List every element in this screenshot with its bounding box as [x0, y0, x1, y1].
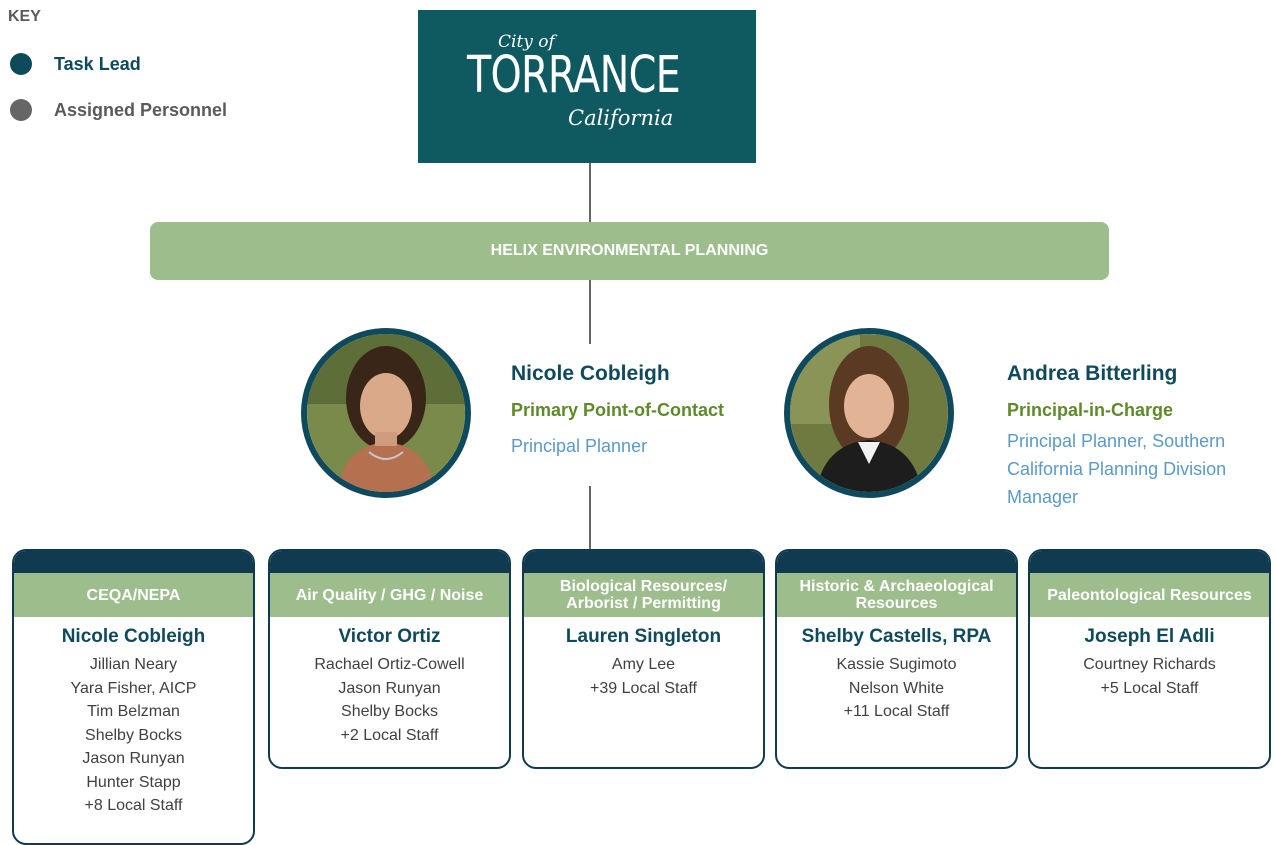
team-heading: Air Quality / GHG / Noise: [270, 573, 509, 617]
team-card-historic: Historic & Archaeological Resources Shel…: [775, 549, 1018, 769]
staff-member: Shelby Bocks: [85, 726, 182, 744]
card-top-bar: [524, 551, 763, 573]
staff-member: Amy Lee: [611, 656, 676, 673]
team-lead: Joseph El Adli: [1084, 626, 1215, 647]
firm-banner: HELIX ENVIRONMENTAL PLANNING: [150, 222, 1109, 280]
team-heading: Biological Resources/ Arborist / Permitt…: [524, 573, 763, 617]
contact-title-andrea: Principal Planner, Southern California P…: [1007, 427, 1226, 511]
avatar-nicole-cobleigh: [301, 328, 471, 498]
staff-member: Hunter Stapp: [86, 773, 181, 791]
contact-title-line: Manager: [1007, 487, 1079, 507]
contact-role-andrea: Principal-in-Charge: [1007, 400, 1174, 420]
staff-member: Jason Runyan: [338, 679, 441, 697]
team-lead: Lauren Singleton: [565, 626, 722, 647]
city-of-torrance-logo: City of TORRANCE California: [418, 10, 756, 163]
team-staff-list: Kassie Sugimoto Nelson White +11 Local S…: [777, 653, 1016, 724]
contact-title-line: California Planning Division: [1007, 459, 1227, 479]
team-card-air-quality: Air Quality / GHG / Noise Victor Ortiz R…: [268, 549, 511, 769]
logo-line-torrance: TORRANCE: [467, 46, 681, 105]
staff-member: Yara Fisher, AICP: [70, 679, 197, 697]
staff-member: +39 Local Staff: [590, 679, 697, 697]
staff-member: +2 Local Staff: [340, 726, 439, 744]
staff-member: +8 Local Staff: [84, 797, 183, 814]
staff-member: Jillian Neary: [89, 656, 178, 673]
connector-logo-banner: [589, 163, 591, 222]
team-lead: Victor Ortiz: [338, 626, 441, 647]
key-label-task-lead: Task Lead: [54, 53, 141, 74]
card-top-bar: [270, 551, 509, 573]
team-card-paleontological: Paleontological Resources Joseph El Adli…: [1028, 549, 1271, 769]
team-staff-list: Amy Lee +39 Local Staff: [524, 653, 763, 700]
team-staff-list: Jillian Neary Yara Fisher, AICP Tim Belz…: [14, 653, 253, 818]
team-lead: Nicole Cobleigh: [61, 626, 206, 647]
card-top-bar: [1030, 551, 1269, 573]
card-top-bar: [14, 551, 253, 573]
key-item-task-lead: Task Lead: [10, 53, 141, 75]
staff-member: Tim Belzman: [87, 703, 180, 720]
team-lead: Shelby Castells, RPA: [801, 626, 992, 647]
staff-member: Kassie Sugimoto: [836, 656, 957, 673]
staff-member: Courtney Richards: [1083, 656, 1216, 673]
card-top-bar: [777, 551, 1016, 573]
team-heading: Historic & Archaeological Resources: [777, 573, 1016, 617]
staff-member: +5 Local Staff: [1100, 679, 1199, 697]
staff-member: Nelson White: [848, 679, 945, 697]
contact-title-nicole: Principal Planner: [511, 436, 648, 456]
team-heading: CEQA/NEPA: [14, 573, 253, 617]
key-title: KEY: [8, 8, 41, 25]
contact-role-nicole: Primary Point-of-Contact: [511, 400, 725, 420]
connector-contacts-teams: [589, 486, 591, 550]
contact-title-line: Principal Planner, Southern: [1007, 431, 1226, 451]
team-heading: Paleontological Resources: [1030, 573, 1269, 617]
key-label-assigned-personnel: Assigned Personnel: [54, 99, 228, 120]
staff-member: Rachael Ortiz-Cowell: [314, 656, 465, 673]
task-lead-dot-icon: [10, 53, 32, 75]
team-staff-list: Rachael Ortiz-Cowell Jason Runyan Shelby…: [270, 653, 509, 747]
team-card-biological: Biological Resources/ Arborist / Permitt…: [522, 549, 765, 769]
staff-member: Shelby Bocks: [341, 703, 438, 720]
avatar-andrea-bitterling: [784, 328, 954, 498]
logo-line-city-of: City of: [498, 32, 555, 52]
key-item-assigned-personnel: Assigned Personnel: [10, 99, 227, 121]
staff-member: Jason Runyan: [82, 750, 185, 767]
team-card-ceqa-nepa: CEQA/NEPA Nicole Cobleigh Jillian Neary …: [12, 549, 255, 845]
logo-line-california: California: [568, 106, 674, 130]
assigned-personnel-dot-icon: [10, 99, 32, 121]
team-staff-list: Courtney Richards +5 Local Staff: [1030, 653, 1269, 700]
staff-member: +11 Local Staff: [843, 703, 950, 720]
contact-name-andrea: Andrea Bitterling: [1007, 362, 1178, 385]
contact-name-nicole: Nicole Cobleigh: [511, 362, 670, 385]
connector-banner-contacts: [589, 280, 591, 344]
